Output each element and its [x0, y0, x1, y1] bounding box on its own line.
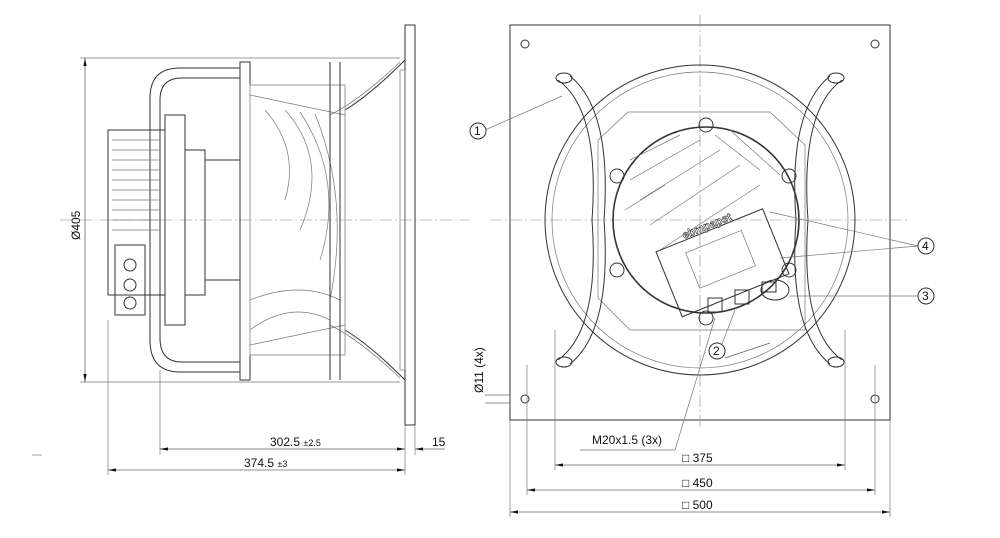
- side-view: Ø405 302.5 ±2.5 15 374.5 ±3: [32, 24, 470, 475]
- inlet-ring: [544, 64, 856, 376]
- callout-4: 4: [769, 211, 935, 259]
- terminal-box: [655, 208, 790, 318]
- front-view: ebmpapst 1 2 3 4 Ø11 (4: [469, 15, 935, 517]
- svg-text:3: 3: [922, 289, 929, 303]
- dim-375: □ 375: [682, 451, 713, 465]
- motor: [107, 114, 241, 326]
- dim-500: □ 500: [682, 498, 713, 512]
- callout-2: 2: [708, 309, 771, 360]
- cable-glands: [114, 244, 146, 316]
- ebmpapst-logo: ebmpapst: [681, 211, 734, 242]
- rating-label: [685, 229, 756, 289]
- callout-1: 1: [469, 95, 563, 140]
- svg-text:1: 1: [474, 124, 481, 138]
- callout-3: 3: [790, 287, 935, 305]
- motor-electronics: ebmpapst: [609, 117, 800, 326]
- dim-302-5: 302.5 ±2.5: [270, 435, 321, 449]
- svg-text:4: 4: [922, 239, 929, 253]
- support-tubes: [555, 72, 845, 368]
- impeller: [239, 61, 346, 381]
- support-frame: [149, 62, 341, 380]
- heatsink: [107, 129, 166, 296]
- thread-label: M20x1.5 (3x): [592, 433, 662, 447]
- dim-450: □ 450: [682, 476, 713, 490]
- mounting-plate: [404, 24, 416, 426]
- diameter-label: Ø405: [69, 210, 83, 240]
- hole-label: Ø11 (4x): [472, 347, 486, 393]
- svg-text:2: 2: [713, 344, 720, 358]
- dim-374-5: 374.5 ±3: [244, 456, 287, 470]
- dim-15: 15: [432, 435, 446, 449]
